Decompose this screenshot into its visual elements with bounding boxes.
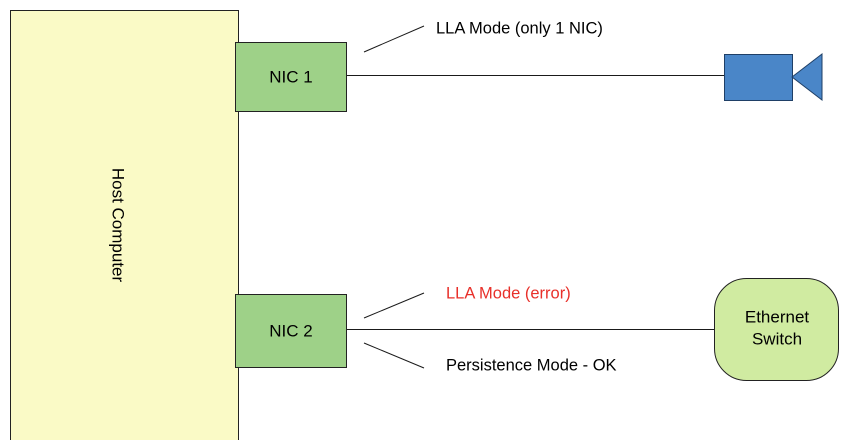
ethernet-switch-box — [714, 278, 839, 381]
host-computer-label: Host Computer — [109, 168, 128, 283]
annotation-persistence-ok: Persistence Mode - OK — [363, 342, 617, 374]
ethernet-switch-label-line1: Ethernet — [745, 307, 810, 326]
nic-1-label: NIC 1 — [269, 67, 312, 86]
annotation-persistence-ok-pointer — [363, 342, 425, 369]
nic-2: NIC 2 — [235, 294, 347, 368]
annotation-lla-single-label: LLA Mode (only 1 NIC) — [436, 19, 603, 37]
nic-1: NIC 1 — [235, 42, 347, 112]
host-computer: Host Computer — [10, 10, 239, 440]
host-computer-box — [10, 10, 239, 440]
video-camera-icon — [724, 52, 823, 102]
ethernet-switch: Ethernet Switch — [714, 278, 839, 381]
annotation-lla-single-pointer — [363, 25, 425, 53]
nic-1-box — [235, 42, 347, 112]
ethernet-switch-label-line2: Switch — [752, 329, 802, 348]
nic-2-label: NIC 2 — [269, 321, 312, 340]
annotation-persistence-ok-label: Persistence Mode - OK — [446, 356, 617, 374]
nic-2-box — [235, 294, 347, 368]
annotation-lla-error: LLA Mode (error) — [363, 284, 571, 319]
camera-body — [724, 54, 793, 101]
camera-lens — [791, 52, 823, 102]
annotation-lla-error-label: LLA Mode (error) — [446, 284, 571, 302]
annotation-lla-single: LLA Mode (only 1 NIC) — [363, 19, 603, 53]
annotation-lla-error-pointer — [363, 292, 425, 319]
